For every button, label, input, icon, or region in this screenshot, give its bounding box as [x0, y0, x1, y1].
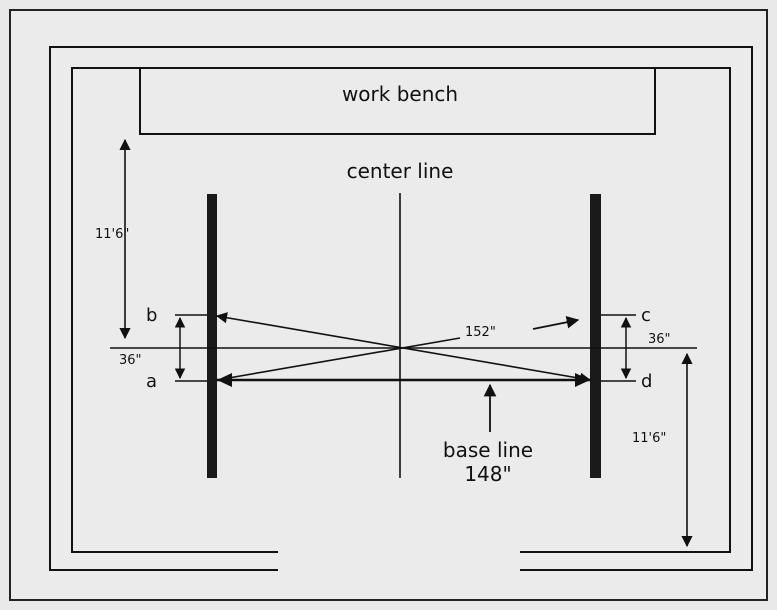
right-bar: [590, 194, 601, 478]
right-distance-label: 11'6": [632, 431, 666, 446]
point-ticks: [175, 314, 636, 382]
diagonal-a-c[interactable]: [216, 337, 461, 381]
point-a-label: a: [146, 371, 157, 392]
diagonal-value: 152": [465, 325, 496, 340]
point-b-label: b: [146, 305, 157, 326]
left-offset-label: 36": [119, 353, 142, 368]
diagonal-pointer-arrow: [532, 316, 580, 330]
base-line-label: base line: [443, 438, 533, 462]
outer-wall-left: [49, 46, 753, 571]
center-line-label: center line: [347, 159, 454, 183]
work-bench: [139, 67, 656, 135]
point-d-label: d: [641, 371, 652, 392]
point-c-label: c: [641, 305, 651, 326]
outer-frame: [9, 9, 768, 601]
left-bar: [207, 194, 217, 478]
left-distance-label: 11'6": [95, 227, 129, 242]
work-bench-label: work bench: [342, 82, 458, 106]
right-offset-label: 36": [648, 332, 671, 347]
base-line-value: 148": [464, 462, 511, 486]
